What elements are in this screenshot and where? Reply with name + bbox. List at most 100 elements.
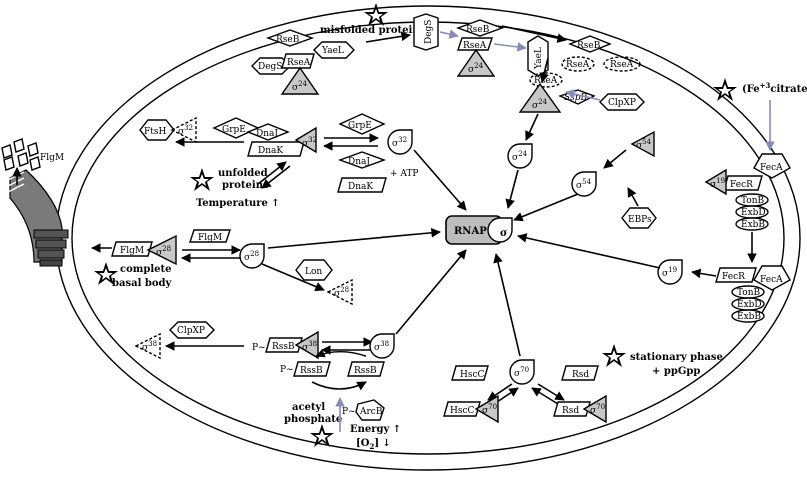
sigma24-released-label: σ24 bbox=[532, 98, 548, 111]
feca-top bbox=[753, 153, 791, 179]
fe-citrate-label: (Fe+3citrate)2 bbox=[742, 81, 807, 97]
rsea-fragment-3-label: RseA bbox=[534, 76, 558, 86]
lon bbox=[295, 259, 333, 281]
ftsh bbox=[139, 119, 175, 141]
sigma24-free-label: σ24 bbox=[512, 150, 528, 163]
rseb-free-label: RseB bbox=[577, 41, 601, 51]
rsea-fragment-2 bbox=[603, 56, 641, 72]
phosphate-label: phosphate bbox=[284, 414, 342, 425]
sigma24-left-label: σ24 bbox=[292, 80, 308, 93]
rssb-phos-label: RssB bbox=[300, 366, 323, 376]
rsea-fragment-1 bbox=[561, 56, 595, 72]
rseb-free bbox=[568, 35, 612, 53]
flgm-bound-label: FlgM bbox=[120, 246, 144, 256]
exbb-bottom bbox=[731, 309, 765, 323]
sigma24-right-label: σ24 bbox=[468, 62, 484, 75]
fecr-top-label: FecR bbox=[730, 180, 753, 190]
proteins-label: proteins bbox=[222, 180, 269, 191]
sigma28-free bbox=[239, 243, 265, 269]
arcb-label: ArcB bbox=[359, 407, 383, 417]
rssb-unphos-label: RssB bbox=[354, 366, 377, 376]
clpxp-top-label: ClpXP bbox=[608, 98, 636, 108]
degs-protease bbox=[413, 13, 439, 51]
rsd-bound bbox=[553, 401, 591, 417]
hscc-free-label: HscC bbox=[460, 370, 485, 380]
temperature-label: Temperature ↑ bbox=[196, 198, 280, 209]
sigma32-bound bbox=[294, 126, 317, 154]
rseb-right-label: RseB bbox=[466, 25, 490, 35]
yael-right bbox=[527, 35, 549, 77]
fecr-bottom-label: FecR bbox=[722, 272, 745, 282]
fe-citrate-star-icon bbox=[713, 78, 737, 101]
ebps bbox=[621, 207, 657, 229]
exbd-top-label: ExbD bbox=[741, 208, 766, 218]
flgm-free-label: FlgM bbox=[198, 233, 222, 243]
sigma70-rsd-label: σ70 bbox=[590, 403, 605, 416]
exported-flgm-icon bbox=[1, 138, 41, 171]
dnaj-complex-label: DnaJ bbox=[256, 129, 278, 139]
sigma70-hscc-label: σ70 bbox=[482, 403, 497, 416]
sigma32-free bbox=[387, 129, 413, 155]
sigma24-left bbox=[280, 66, 320, 95]
hscc-bound-label: HscC bbox=[450, 406, 475, 416]
unfolded-star-icon bbox=[190, 168, 214, 191]
rsea-fragment-1-label: RseA bbox=[566, 60, 590, 70]
outer-membrane bbox=[55, 5, 801, 471]
sigma28-bound-label: σ28 bbox=[156, 245, 171, 258]
degs-label: DegS bbox=[424, 20, 434, 44]
sigma28-degraded-label: σ28 bbox=[334, 286, 349, 299]
inner-membrane bbox=[71, 21, 785, 455]
clpxp-top bbox=[599, 93, 645, 111]
sigma24-free bbox=[507, 143, 533, 169]
grpe-right bbox=[338, 113, 386, 135]
rnap-label: RNAP bbox=[454, 226, 487, 237]
acetyl-label: acetyl bbox=[292, 402, 325, 413]
rsea-fragment-2-label: RseA bbox=[610, 60, 634, 70]
lon-label: Lon bbox=[305, 267, 322, 277]
sigma70-rsd bbox=[582, 394, 607, 424]
rsd-free-label: Rsd bbox=[572, 370, 589, 380]
sigma28-bound bbox=[146, 234, 177, 266]
feca-top-label: FecA bbox=[760, 163, 783, 173]
sigma32-free-label: σ32 bbox=[392, 136, 407, 149]
rseb-right bbox=[455, 19, 505, 37]
sigma19-free-label: σ19 bbox=[662, 266, 677, 279]
flgm-extracellular-label: FlgM bbox=[40, 153, 64, 163]
rsea-right bbox=[457, 37, 493, 51]
feca-bottom bbox=[753, 265, 791, 291]
dnaj-free-label: DnaJ bbox=[348, 157, 370, 167]
stationary-star-icon-top bbox=[364, 3, 388, 26]
stationary-phase-label: stationary phase bbox=[630, 352, 723, 363]
sigma38-free bbox=[369, 333, 395, 359]
rsd-bound-label: Rsd bbox=[562, 406, 579, 416]
unfolded-label: unfolded bbox=[218, 168, 268, 179]
rnap-sigma bbox=[487, 217, 513, 243]
rsea-right-label: RseA bbox=[463, 41, 487, 51]
clpxp-bottom-label: ClpXP bbox=[177, 326, 205, 336]
sigma32-degraded-label: σ32 bbox=[178, 124, 193, 137]
misfolded-proteins-label: misfolded proteins bbox=[320, 25, 426, 36]
dnak-complex bbox=[247, 141, 305, 157]
hscc-bound bbox=[443, 401, 481, 417]
sigma54-free-label: σ54 bbox=[576, 178, 592, 191]
sigma54-bound-label: σ54 bbox=[636, 138, 652, 151]
sigma38-degraded-label: σ38 bbox=[142, 340, 157, 353]
dnaj-complex bbox=[246, 123, 290, 141]
rssb-unphos bbox=[347, 361, 385, 377]
rssb-phos bbox=[293, 361, 331, 377]
exbb-top bbox=[735, 217, 769, 231]
p-prefix-1: P~ bbox=[252, 343, 266, 353]
tonb-top-label: TonB bbox=[741, 196, 765, 206]
rssb-phos-bound-label: RssB bbox=[272, 342, 295, 352]
flgm-free bbox=[189, 229, 231, 243]
clpxp-bottom bbox=[169, 321, 215, 339]
ppgpp-label: + ppGpp bbox=[652, 366, 700, 377]
acetyl-star-icon bbox=[310, 424, 334, 447]
exbb-top-label: ExbB bbox=[741, 220, 765, 230]
feca-bottom-label: FecA bbox=[760, 275, 783, 285]
sspb-label: SspB bbox=[564, 93, 588, 103]
yael-left-label: YaeL bbox=[321, 46, 344, 56]
ebps-label: EBPs bbox=[628, 215, 652, 225]
rsea-left-label: RseA bbox=[287, 58, 311, 68]
